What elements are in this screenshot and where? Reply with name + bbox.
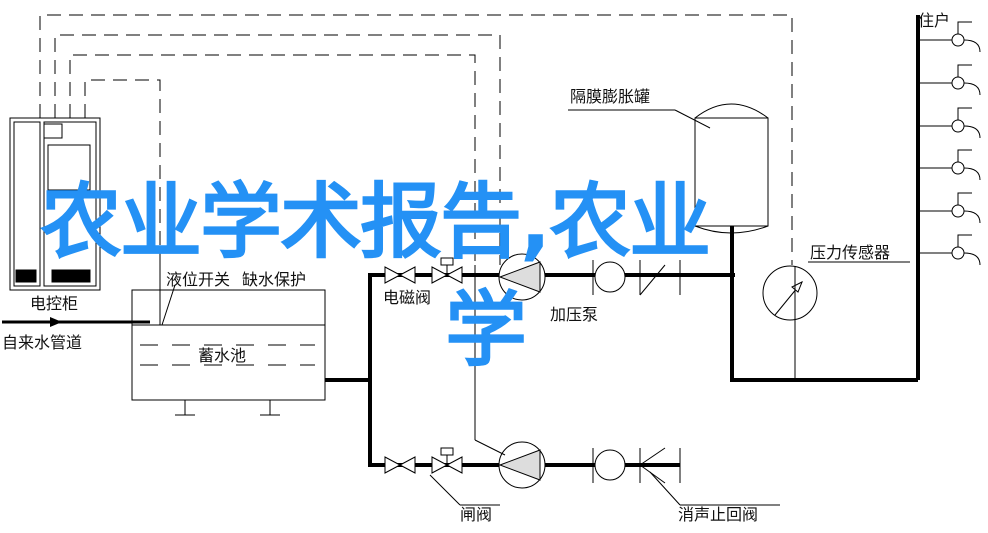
label-pressure-sensor: 压力传感器 — [810, 243, 890, 262]
overlay-title-line1: 农业学术报告,农业 — [40, 175, 711, 270]
pressure-gauge — [762, 261, 910, 380]
label-silent-check-valve: 消声止回阀 — [678, 505, 758, 524]
label-tap-water-pipe: 自来水管道 — [2, 333, 82, 352]
valves-pumps — [384, 253, 780, 506]
label-booster-pump: 加压泵 — [550, 305, 598, 324]
control-cabinet — [9, 117, 101, 291]
label-residents: 住户 — [918, 11, 950, 30]
expansion-tank — [568, 103, 769, 234]
label-control-cabinet: 电控柜 — [30, 294, 78, 313]
resident-taps — [917, 21, 981, 266]
label-gate-valve: 闸阀 — [460, 505, 492, 524]
control-wires — [39, 14, 793, 320]
tap-water-inlet — [2, 317, 150, 327]
label-level-switch: 液位开关 — [166, 270, 230, 289]
label-expansion-tank: 隔膜膨胀罐 — [570, 87, 650, 106]
label-solenoid-valve: 电磁阀 — [383, 288, 431, 307]
label-low-water-protection: 缺水保护 — [242, 270, 306, 289]
reservoir — [131, 250, 326, 416]
overlay-title-line2: 学 — [445, 283, 527, 378]
label-reservoir: 蓄水池 — [198, 346, 246, 365]
